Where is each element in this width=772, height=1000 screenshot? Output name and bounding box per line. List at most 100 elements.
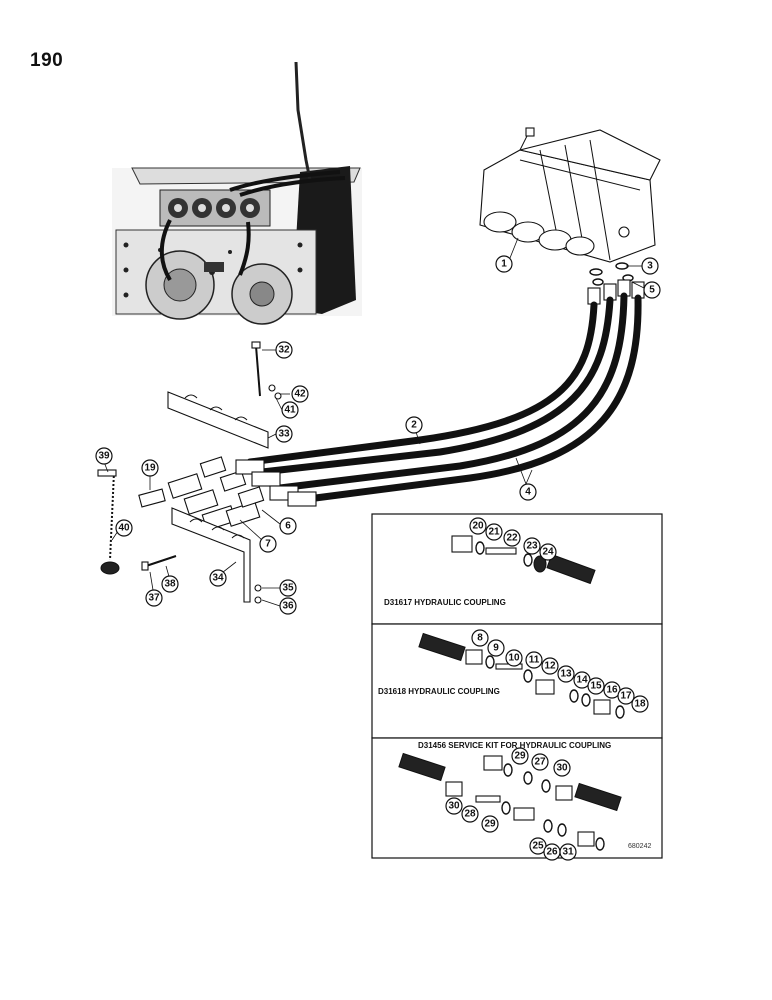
svg-text:34: 34 [212,573,224,584]
callout-15: 15 [587,677,605,695]
svg-text:21: 21 [488,527,500,538]
svg-text:14: 14 [576,675,588,686]
callout-30-right: 30 [553,759,571,777]
svg-text:38: 38 [164,579,176,590]
svg-text:7: 7 [265,539,271,550]
svg-text:17: 17 [620,691,632,702]
callout-6: 6 [279,517,297,535]
svg-text:20: 20 [472,521,484,532]
svg-text:4: 4 [525,487,531,498]
callout-37: 37 [145,589,163,607]
callout-28: 28 [461,805,479,823]
callout-32: 32 [275,341,293,359]
callout-27: 27 [531,753,549,771]
svg-text:31: 31 [562,847,574,858]
callout-4: 4 [519,483,537,501]
tractor-photo-inset [112,61,362,325]
callout-3: 3 [641,257,659,275]
svg-text:30: 30 [556,763,568,774]
svg-text:41: 41 [284,405,296,416]
callout-19: 19 [141,459,159,477]
callout-2: 2 [405,416,423,434]
svg-text:40: 40 [118,523,130,534]
callout-10: 10 [505,649,523,667]
svg-text:8: 8 [477,633,483,644]
svg-text:23: 23 [526,541,538,552]
svg-text:15: 15 [590,681,602,692]
detail-title-d31618: D31618 HYDRAULIC COUPLING [378,687,500,696]
hydraulic-hoses [246,292,642,504]
callout-38: 38 [161,575,179,593]
callout-39: 39 [95,447,113,465]
svg-text:22: 22 [506,533,518,544]
svg-text:16: 16 [606,685,618,696]
svg-text:26: 26 [546,847,558,858]
svg-text:42: 42 [294,389,306,400]
bracket-lower [171,507,251,603]
callout-11: 11 [525,651,543,669]
callout-41: 41 [281,401,299,419]
bracket-upper [167,391,269,449]
svg-text:29: 29 [484,819,496,830]
callout-42: 42 [291,385,309,403]
callout-34: 34 [209,569,227,587]
svg-text:36: 36 [282,601,294,612]
detail-box-d31617: D31617 HYDRAULIC COUPLING [371,513,663,625]
svg-text:28: 28 [464,809,476,820]
callout-35: 35 [279,579,297,597]
svg-text:30: 30 [448,801,460,812]
svg-text:33: 33 [278,429,290,440]
callout-8: 8 [471,629,489,647]
callout-7: 7 [259,535,277,553]
svg-text:39: 39 [98,451,110,462]
callout-30-left: 30 [445,797,463,815]
svg-text:11: 11 [529,655,540,666]
svg-text:19: 19 [144,463,156,474]
svg-text:5: 5 [649,285,655,296]
svg-text:24: 24 [542,547,554,558]
callout-20: 20 [469,517,487,535]
bolt-37 [141,555,177,571]
callout-31: 31 [559,843,577,861]
svg-text:25: 25 [532,841,544,852]
svg-text:2: 2 [411,420,417,431]
callout-36: 36 [279,597,297,615]
callout-17: 17 [617,687,635,705]
callout-22: 22 [503,529,521,547]
callout-12: 12 [541,657,559,675]
detail-title-d31617: D31617 HYDRAULIC COUPLING [384,598,506,607]
svg-text:1: 1 [501,259,507,270]
callout-21: 21 [485,523,503,541]
photo-reference: 680242 [628,843,651,850]
svg-text:3: 3 [647,261,653,272]
callout-1: 1 [495,255,513,273]
svg-text:6: 6 [285,521,291,532]
control-valve [479,127,661,263]
page-number: 190 [30,50,64,71]
callout-33: 33 [275,425,293,443]
svg-text:18: 18 [634,699,646,710]
callout-29-lower: 29 [481,815,499,833]
detail-title-d31456: D31456 SERVICE KIT FOR HYDRAULIC COUPLIN… [418,741,611,750]
callout-5: 5 [643,281,661,299]
svg-text:32: 32 [278,345,290,356]
svg-text:10: 10 [508,653,520,664]
callout-9: 9 [487,639,505,657]
callout-13: 13 [557,665,575,683]
callout-18: 18 [631,695,649,713]
svg-text:35: 35 [282,583,294,594]
svg-text:13: 13 [560,669,572,680]
detail-box-d31618: D31618 HYDRAULIC COUPLING [371,623,663,739]
svg-text:37: 37 [148,593,160,604]
callout-29-upper: 29 [511,747,529,765]
callout-26: 26 [543,843,561,861]
svg-text:9: 9 [493,643,499,654]
callout-40: 40 [115,519,133,537]
callout-23: 23 [523,537,541,555]
dust-cap-chain [97,469,120,575]
svg-text:27: 27 [534,757,546,768]
callout-24: 24 [539,543,557,561]
svg-text:29: 29 [514,751,526,762]
bolt-32 [251,341,261,397]
